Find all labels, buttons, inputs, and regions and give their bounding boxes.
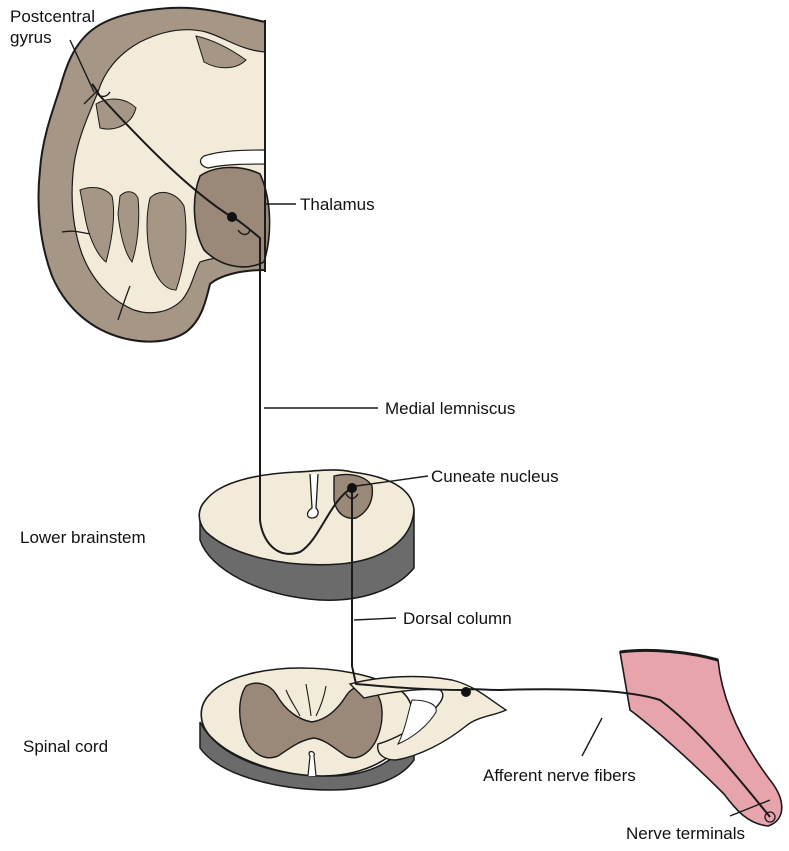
label-cuneate-nucleus: Cuneate nucleus xyxy=(431,466,559,487)
label-lower-brainstem: Lower brainstem xyxy=(20,527,146,548)
cuneate-neuron xyxy=(347,483,357,493)
spinal-cord-section xyxy=(200,668,506,790)
label-spinal-cord: Spinal cord xyxy=(23,736,108,757)
leader-afferent xyxy=(582,718,602,756)
label-postcentral-gyrus: Postcentral gyrus xyxy=(10,6,120,48)
skin-section xyxy=(620,650,782,826)
label-thalamus: Thalamus xyxy=(300,194,375,215)
label-afferent-nerve-fibers: Afferent nerve fibers xyxy=(483,765,636,786)
leader-dorsal-column xyxy=(354,618,396,620)
brainstem-section xyxy=(199,470,414,600)
label-medial-lemniscus: Medial lemniscus xyxy=(385,398,515,419)
label-dorsal-column: Dorsal column xyxy=(403,608,512,629)
thalamus-neuron xyxy=(227,212,237,222)
skin-patch xyxy=(620,650,782,826)
ganglion-neuron xyxy=(461,687,471,697)
brain-section xyxy=(39,8,270,342)
label-nerve-terminals: Nerve terminals xyxy=(626,823,745,844)
ventral-fissure xyxy=(308,752,316,777)
